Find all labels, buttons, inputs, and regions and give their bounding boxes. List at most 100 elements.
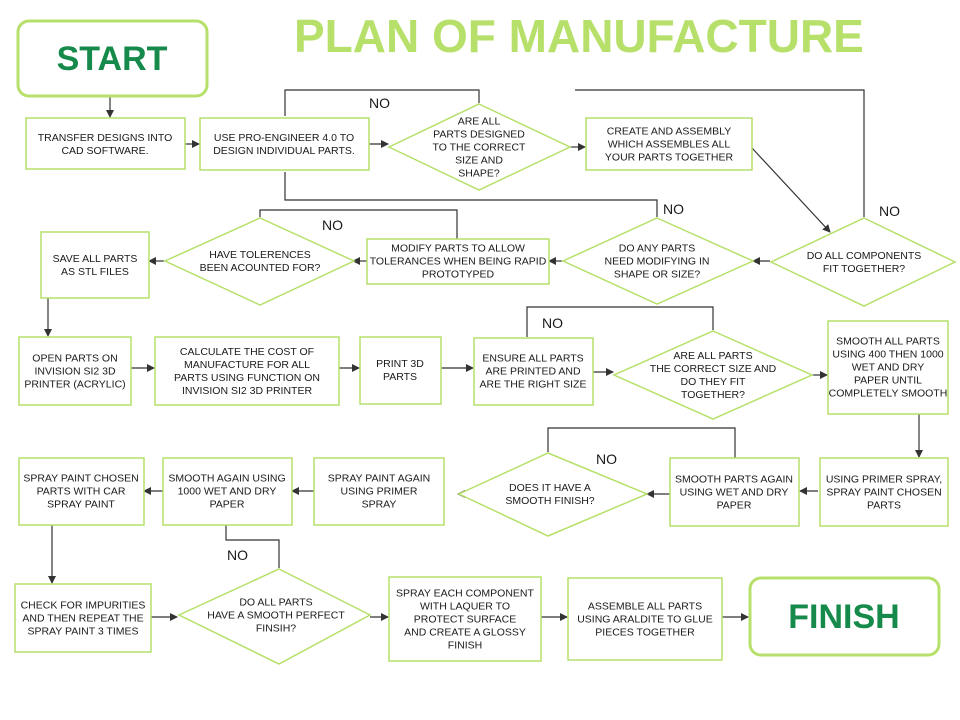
text-line: INVISION SI2 3D PRINTER (182, 385, 313, 397)
text-line: SHAPE? (458, 168, 500, 180)
text-line: AND THEN REPEAT THE (22, 613, 143, 625)
no-label: NO (542, 315, 563, 331)
text-line: BEEN ACOUNTED FOR? (200, 262, 321, 274)
text-line: PAPER (210, 499, 245, 511)
text-line: PARTS (383, 371, 417, 383)
text-line: USING WET AND DRY (680, 487, 789, 499)
text-line: YOUR PARTS TOGETHER (605, 152, 734, 164)
text-line: PAPER (717, 500, 752, 512)
text-line: MANUFACTURE FOR ALL (184, 359, 310, 371)
no-label: NO (227, 547, 248, 563)
loop-q-perfect-no (225, 525, 280, 568)
no-label: NO (879, 203, 900, 219)
text-line: PIECES TOGETHER (595, 627, 695, 639)
text-line: DO ANY PARTS (619, 243, 695, 255)
loop-q-modify-no (284, 172, 658, 217)
text-line: WHICH ASSEMBLES ALL (608, 139, 731, 151)
text-line: SPRAY PAINT CHOSEN (826, 487, 941, 499)
text-line: 1000 WET AND DRY (178, 486, 277, 498)
text-line: ARE ALL PARTS (673, 350, 752, 362)
loop-q-designed-no (284, 89, 480, 116)
text-line: SPRAY PAINT CHOSEN (23, 473, 138, 485)
text-line: PARTS DESIGNED (433, 129, 525, 141)
loop-q-fit-no (575, 89, 865, 217)
text-line: ARE ALL (458, 116, 501, 128)
text-line: TOGETHER? (681, 389, 745, 401)
text-line: SMOOTH ALL PARTS (836, 336, 940, 348)
loop-q-smooth-no (547, 427, 736, 458)
text-line: DO ALL PARTS (239, 597, 312, 609)
text-line: COMPLETELY SMOOTH (829, 388, 948, 400)
text-line: HAVE TOLERENCES (209, 249, 311, 261)
page-title: PLAN OF MANUFACTURE (294, 10, 864, 62)
text-line: PROTECT SURFACE (414, 614, 517, 626)
text-line: HAVE A SMOOTH PERFECT (207, 610, 345, 622)
text-line: CALCULATE THE COST OF (180, 346, 314, 358)
start-label: START (57, 40, 168, 78)
text-line: SPRAY (362, 499, 397, 511)
text-line: SHAPE OR SIZE? (614, 269, 701, 281)
text-line: DO THEY FIT (681, 376, 747, 388)
text-line: ARE PRINTED AND (485, 366, 581, 378)
text-line: FINISH (448, 640, 482, 652)
text-line: DO ALL COMPONENTS (807, 250, 922, 262)
text-line: PRINTER (ACRYLIC) (24, 379, 125, 391)
text-line: CREATE AND ASSEMBLY (607, 126, 731, 138)
text-line: WITH LAQUER TO (420, 601, 510, 613)
start-terminal: START (16, 19, 209, 98)
text-line: SPRAY EACH COMPONENT (396, 588, 534, 600)
text-line: USING PRIMER (340, 486, 417, 498)
text-line: PARTS USING FUNCTION ON (174, 372, 320, 384)
text-line: OPEN PARTS ON (32, 353, 117, 365)
loop-q-tolerences-no (259, 209, 458, 239)
finish-terminal: FINISH (748, 576, 941, 657)
text-line: PARTS WITH CAR (37, 486, 126, 498)
text-line: USING PRIMER SPRAY, (826, 474, 942, 486)
no-label: NO (369, 95, 390, 111)
text-line: WET AND DRY (852, 362, 925, 374)
text-line: USE PRO-ENGINEER 4.0 TO (214, 132, 354, 144)
text-line: SMOOTH FINISH? (505, 495, 594, 507)
text-line: NEED MODIFYING IN (604, 256, 709, 268)
text-line: DESIGN INDIVIDUAL PARTS. (213, 145, 355, 157)
text-line: ASSEMBLE ALL PARTS (588, 601, 702, 613)
text-line: ARE THE RIGHT SIZE (480, 379, 587, 391)
text-line: SPRAY PAINT (47, 499, 115, 511)
text-line: USING 400 THEN 1000 (832, 349, 943, 361)
no-label: NO (596, 451, 617, 467)
text-line: SPRAY PAINT 3 TIMES (27, 626, 138, 638)
text-line: ENSURE ALL PARTS (482, 353, 583, 365)
text-line: SMOOTH AGAIN USING (168, 473, 285, 485)
text-line: FIT TOGETHER? (823, 263, 905, 275)
text-line: USING ARALDITE TO GLUE (577, 614, 713, 626)
